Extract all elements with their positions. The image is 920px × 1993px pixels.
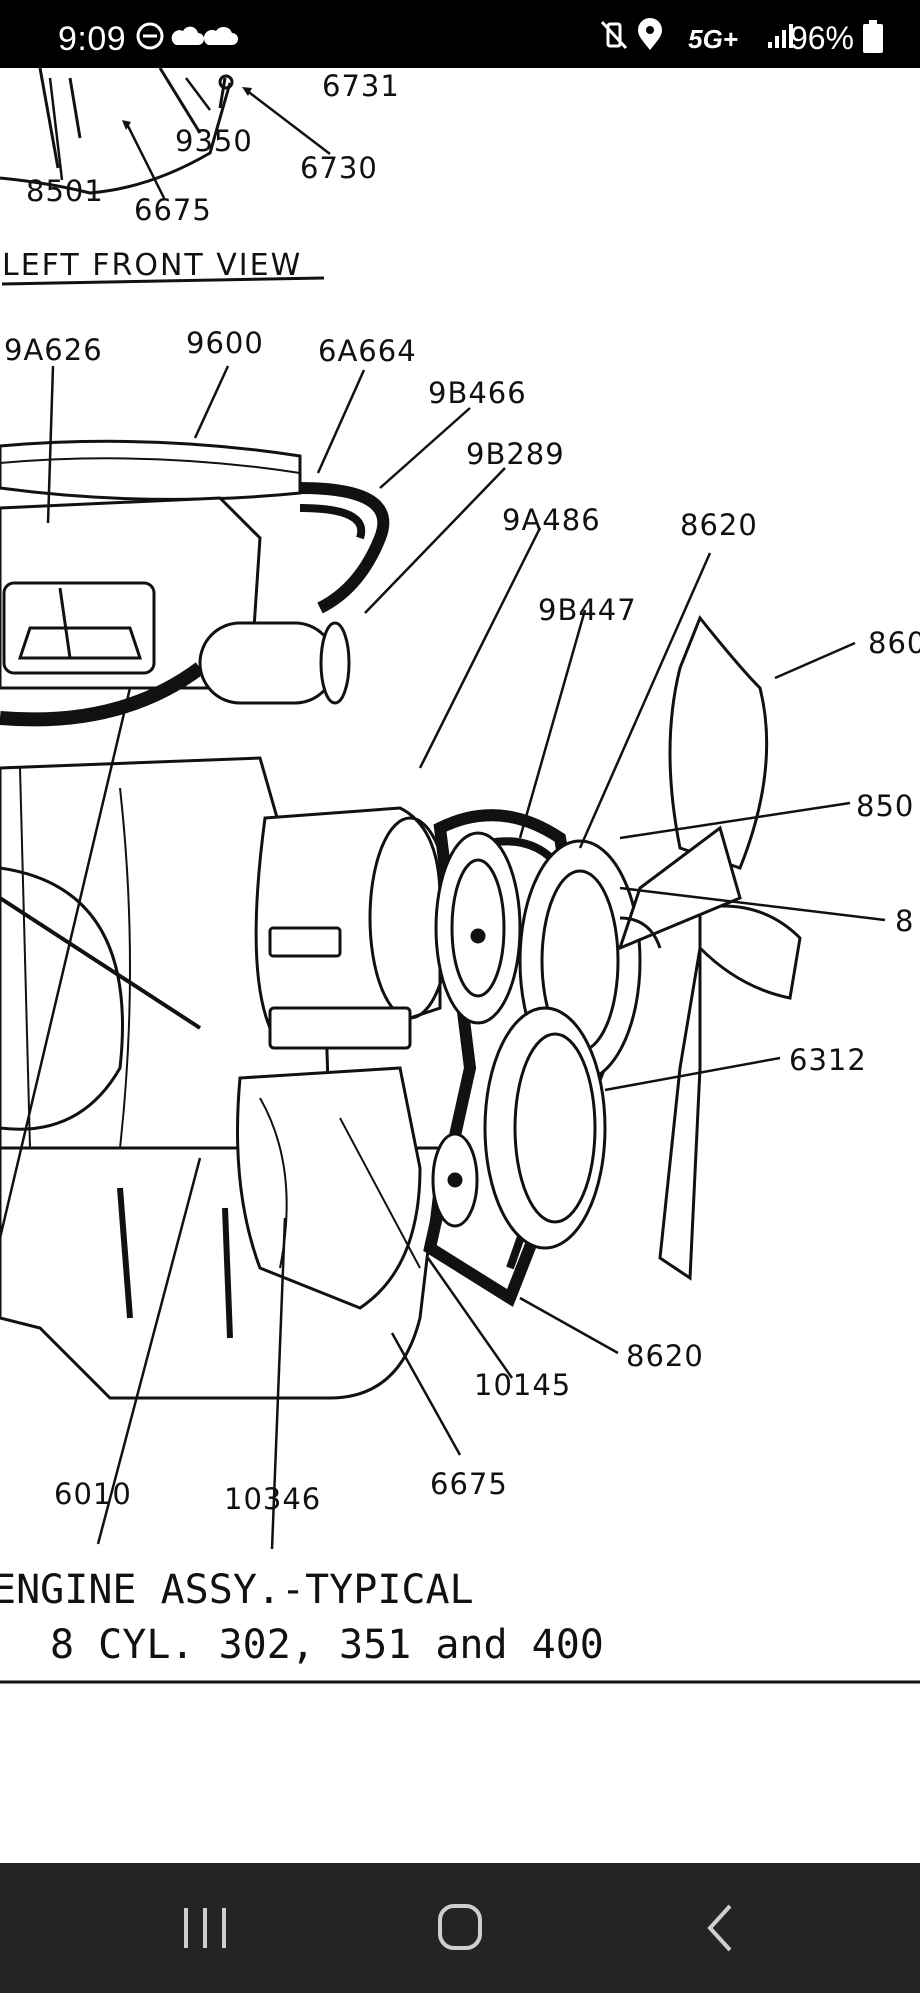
cloud-icon [171, 26, 204, 45]
svg-text:8620: 8620 [626, 1339, 704, 1373]
svg-text:9A486: 9A486 [502, 503, 601, 537]
svg-text:9350: 9350 [175, 124, 253, 158]
part-label-9A626: 9A626 [4, 333, 103, 367]
svg-text:8501: 8501 [26, 174, 104, 208]
svg-text:10145: 10145 [474, 1368, 571, 1402]
top-label-8501: 8501 [26, 174, 104, 208]
top-label-6730: 6730 [300, 151, 378, 185]
svg-text:LEFT FRONT VIEW: LEFT FRONT VIEW [2, 248, 302, 283]
svg-text:6A664: 6A664 [318, 334, 417, 368]
do-not-disturb-icon [136, 22, 164, 50]
svg-text:9B289: 9B289 [466, 437, 565, 471]
part-label-10346: 10346 [224, 1482, 321, 1516]
svg-text:8620: 8620 [680, 508, 758, 542]
svg-text:850: 850 [856, 789, 914, 823]
network-type: 5G+ [688, 24, 738, 54]
part-label-8620-top: 8620 [680, 508, 758, 542]
part-label-9A486: 9A486 [502, 503, 601, 537]
top-label-6675: 6675 [134, 193, 212, 227]
part-label-6A664: 6A664 [318, 334, 417, 368]
svg-text:ENGINE ASSY.-TYPICAL: ENGINE ASSY.-TYPICAL [0, 1567, 474, 1613]
svg-text:8: 8 [895, 904, 914, 938]
signal-icon [768, 24, 793, 48]
status-bar: 9:09 5G+ 96% [0, 0, 920, 68]
svg-text:8 CYL. 302, 351 and 400: 8 CYL. 302, 351 and 400 [50, 1622, 604, 1668]
engine-diagram: 6731 9350 6730 8501 6675 LEFT FRONT VIEW [0, 68, 920, 1684]
part-label-9B289: 9B289 [466, 437, 565, 471]
part-label-8620-bottom: 8620 [626, 1339, 704, 1373]
home-icon[interactable] [425, 1898, 495, 1958]
svg-text:6731: 6731 [322, 69, 400, 103]
cloud-icon [203, 26, 238, 45]
svg-text:6312: 6312 [789, 1043, 867, 1077]
battery-icon [863, 20, 883, 53]
part-label-8: 8 [895, 904, 914, 938]
leader-lines [0, 365, 886, 1550]
recent-apps-icon[interactable] [170, 1898, 240, 1958]
part-label-860: 860 [868, 626, 920, 660]
svg-text:9B447: 9B447 [538, 593, 637, 627]
location-icon [638, 18, 662, 50]
status-right-icons [600, 18, 662, 50]
status-time: 9:09 [58, 20, 127, 58]
svg-text:9A626: 9A626 [4, 333, 103, 367]
image-viewer[interactable]: 6731 9350 6730 8501 6675 LEFT FRONT VIEW [0, 68, 920, 1863]
svg-text:6675: 6675 [430, 1467, 508, 1501]
back-icon[interactable] [685, 1898, 755, 1958]
battery-percent: 96% [789, 20, 854, 56]
svg-text:10346: 10346 [224, 1482, 321, 1516]
top-label-6731: 6731 [322, 69, 400, 103]
svg-text:6010: 6010 [54, 1477, 132, 1511]
part-label-850: 850 [856, 789, 914, 823]
part-label-9600: 9600 [186, 326, 264, 360]
top-label-9350: 9350 [175, 124, 253, 158]
part-label-6312: 6312 [789, 1043, 867, 1077]
svg-text:6675: 6675 [134, 193, 212, 227]
navigation-bar [0, 1863, 920, 1993]
part-label-9B447: 9B447 [538, 593, 637, 627]
engine-drawing [0, 439, 802, 1400]
svg-text:860: 860 [868, 626, 920, 660]
part-label-9B466: 9B466 [428, 376, 527, 410]
part-label-6675-bottom: 6675 [430, 1467, 508, 1501]
svg-text:9600: 9600 [186, 326, 264, 360]
part-label-6010: 6010 [54, 1477, 132, 1511]
svg-text:6730: 6730 [300, 151, 378, 185]
vibrate-mute-icon [600, 20, 628, 50]
top-fragment-drawing [0, 68, 234, 195]
caption: ENGINE ASSY.-TYPICAL 8 CYL. 302, 351 and… [0, 1567, 604, 1668]
status-left-icons [136, 22, 238, 50]
part-label-10145: 10145 [474, 1368, 571, 1402]
svg-text:9B466: 9B466 [428, 376, 527, 410]
view-title: LEFT FRONT VIEW [1, 248, 325, 286]
